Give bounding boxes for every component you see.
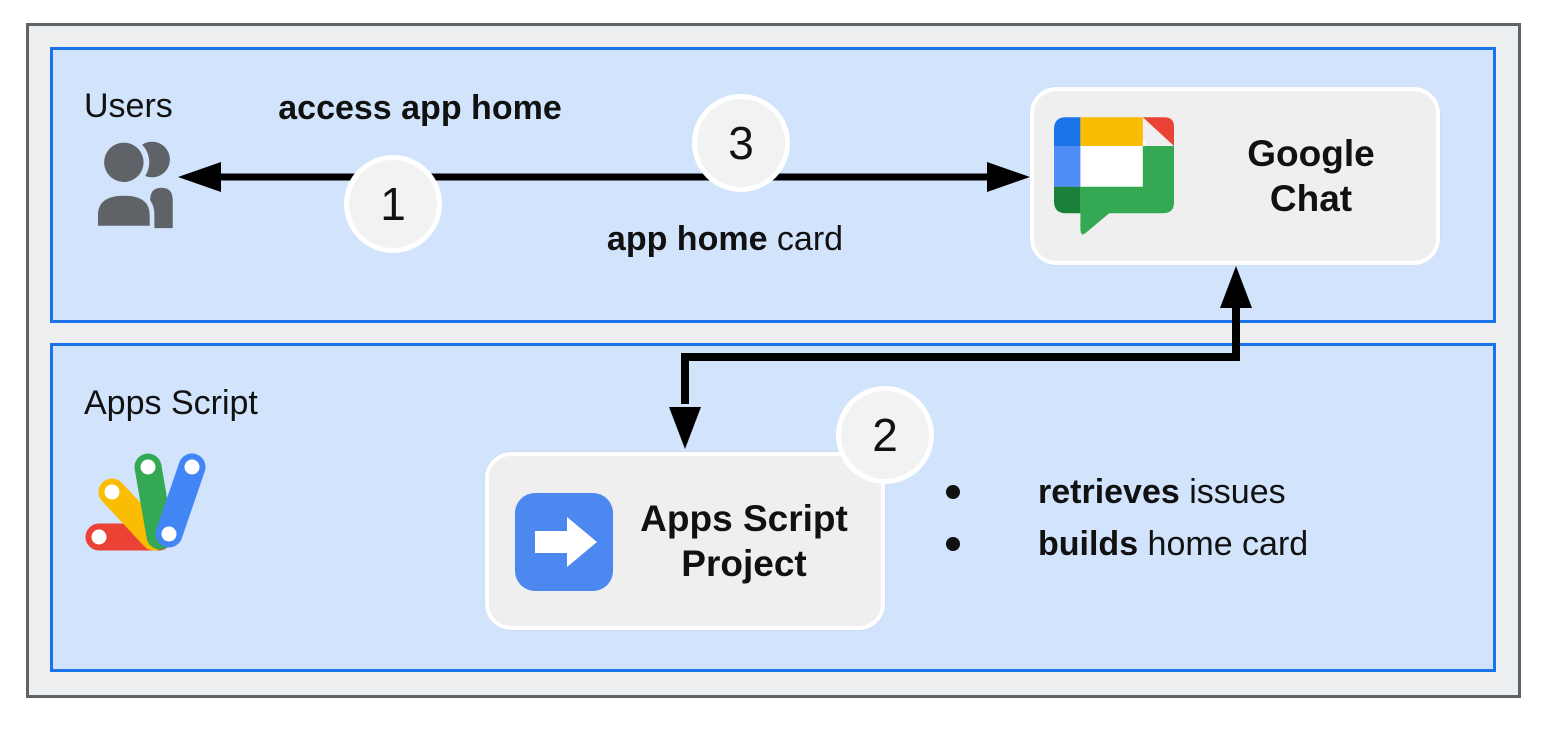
project-label-line1: Apps Script (640, 498, 848, 539)
edge-label-app-home-bold: app home (606, 220, 768, 258)
google-chat-label-line1: Google (1247, 133, 1375, 174)
edge-label-access-app-home: access app home (278, 89, 562, 127)
bullet-1-bold: builds (1038, 524, 1139, 563)
google-chat-logo (1054, 117, 1174, 235)
step-circle-1: 1 (344, 155, 442, 253)
project-label-line2: Project (681, 543, 807, 584)
step-2-number: 2 (872, 409, 898, 461)
bullet-dot (946, 485, 960, 499)
list-item: retrieves issues (946, 466, 1308, 518)
step-circle-2: 2 (836, 386, 934, 484)
lane-users-label: Users (84, 87, 173, 125)
people-icon (93, 136, 173, 231)
step-circle-3: 3 (692, 94, 790, 192)
node-project-label: Apps Script Project (619, 456, 869, 626)
step2-bullet-list: retrieves issues builds home card (946, 466, 1308, 570)
step-1-number: 1 (380, 178, 406, 230)
apps-script-logo (85, 453, 206, 551)
node-google-chat-label: Google Chat (1192, 91, 1430, 261)
lane-apps-script-label: Apps Script (84, 384, 258, 422)
node-google-chat: Google Chat (1030, 87, 1440, 265)
bullet-dot (946, 537, 960, 551)
arrow-right-icon (515, 493, 613, 591)
edge-label-app-home-card: app home card (555, 219, 895, 259)
node-apps-script-project: Apps Script Project (485, 452, 885, 630)
bullet-0-bold: retrieves (1038, 472, 1180, 511)
bullet-text-retrieves: retrieves issues (1038, 473, 1286, 512)
bullet-1-rest: home card (1138, 524, 1309, 563)
bullet-text-builds: builds home card (1038, 525, 1308, 564)
bullet-0-rest: issues (1179, 472, 1286, 511)
google-chat-label-line2: Chat (1269, 178, 1353, 219)
step-3-number: 3 (728, 117, 754, 169)
list-item: builds home card (946, 518, 1308, 570)
edge-label-app-home-rest: card (767, 220, 844, 258)
